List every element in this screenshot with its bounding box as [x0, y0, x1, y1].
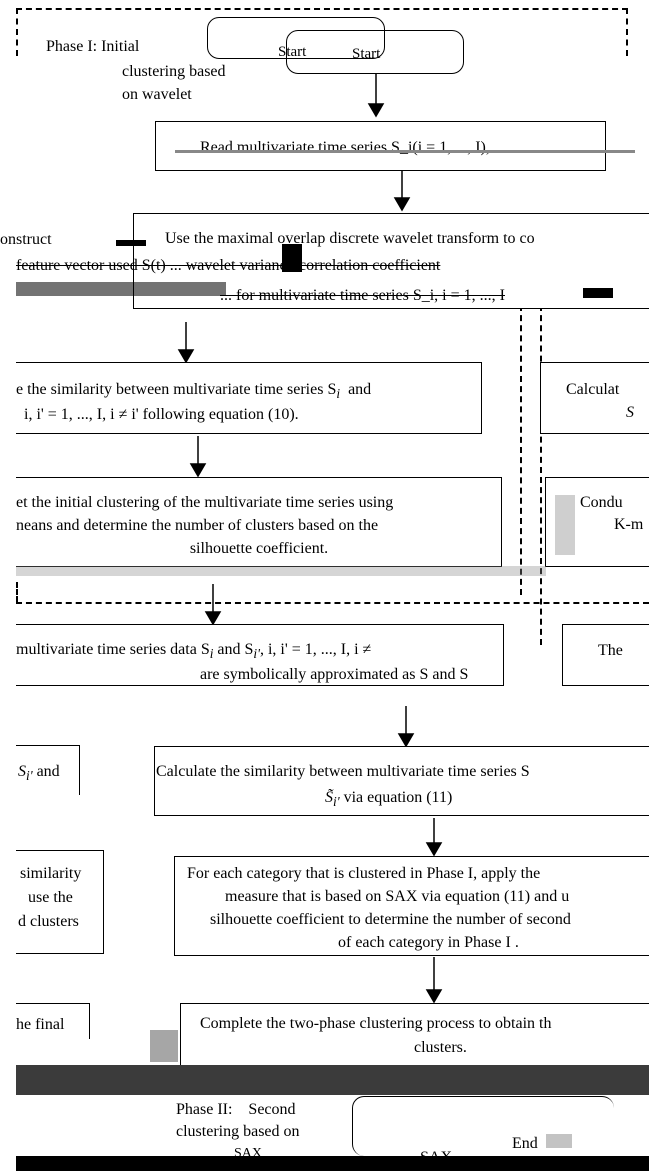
- category-line-3: silhouette coefficient to determine the …: [210, 911, 571, 928]
- phase1-title: Phase I: Initial: [46, 38, 140, 55]
- read-series-box: [155, 121, 606, 171]
- phase1-subtitle-1: clustering based: [122, 63, 226, 80]
- initial-clustering-line-1: et the initial clustering of the multiva…: [16, 494, 394, 511]
- the-right-box: [562, 624, 649, 686]
- similarity-box: [16, 362, 482, 434]
- phase1-subtitle-2: on wavelet: [122, 86, 192, 103]
- sax-line-2: are symbolically approximated as S and S: [200, 666, 469, 683]
- initial-clustering-box: [16, 477, 502, 567]
- end-noise: [546, 1134, 572, 1148]
- category-box: [174, 856, 649, 956]
- dark-band: [16, 1065, 649, 1095]
- conduct-right-2: K-m: [614, 516, 644, 533]
- sax-box: [16, 624, 504, 686]
- phase-divider: [16, 602, 649, 604]
- wavelet-line-2: Use the maximal overlap discrete wavelet…: [165, 230, 535, 247]
- conduct-noise: [555, 495, 575, 555]
- start-ghost-label: Start: [352, 46, 381, 62]
- the-right-text: The: [598, 642, 623, 659]
- si-and-box: [16, 745, 80, 795]
- category-line-2: measure that is based on SAX via equatio…: [225, 888, 570, 905]
- wavelet-line-4: ... for multivariate time series S_i, i …: [220, 287, 505, 304]
- calc-sim-line-1: Calculate the similarity between multiva…: [156, 763, 530, 780]
- similarity-line-2: i, i' = 1, ..., I, i ≠ i' following equa…: [24, 406, 299, 423]
- complete-line-1: Complete the two-phase clustering proces…: [200, 1015, 552, 1032]
- si-and-text: Si' and: [18, 763, 60, 784]
- sax-line-1: multivariate time series data Si and Si'…: [16, 641, 372, 662]
- calc-right-text: Calculat: [566, 381, 620, 398]
- calc-sim-line-2: S̃i' via equation (11): [325, 789, 453, 810]
- phase1-right-border: [626, 8, 628, 56]
- wavelet-noise-4: [583, 288, 613, 298]
- start-terminal: [286, 30, 464, 74]
- left-sim-1: similarity: [20, 865, 82, 882]
- final-left-box: [16, 1003, 90, 1039]
- start-label: Start: [278, 44, 307, 60]
- conduct-right-1: Condu: [580, 494, 623, 511]
- end-label: End: [512, 1135, 538, 1152]
- noise-band-1: [16, 566, 546, 576]
- category-line-1: For each category that is clustered in P…: [187, 865, 541, 882]
- wavelet-noise-1: [16, 282, 226, 296]
- category-line-4: of each category in Phase I .: [338, 934, 519, 951]
- complete-box: [180, 1003, 649, 1067]
- phase1-top-border: [16, 8, 628, 10]
- final-left-text: he final: [16, 1016, 65, 1033]
- phase-divider-left: [16, 582, 18, 602]
- left-sim-3: d clusters: [18, 913, 79, 930]
- wavelet-noise-2: [282, 244, 302, 272]
- conduct-right-box: [545, 477, 649, 567]
- read-noise: [175, 150, 635, 153]
- phase2-title: Phase II: Second: [176, 1101, 296, 1118]
- right-dashed-1: [540, 305, 542, 645]
- calc-sim-box: [154, 746, 649, 816]
- left-sim-2: use the: [28, 889, 73, 906]
- similarity-line-1: e the similarity between multivariate ti…: [16, 381, 372, 402]
- wavelet-noise-3: [116, 240, 146, 246]
- right-dashed-2: [520, 305, 522, 595]
- end-terminal: [352, 1096, 614, 1156]
- read-series-text: Read multivariate time series S_i(i = 1,…: [200, 139, 506, 156]
- bottom-strip: [16, 1156, 649, 1171]
- calc-right-sub: S: [626, 404, 634, 421]
- calc-right-box: [540, 362, 649, 434]
- complete-noise: [150, 1030, 178, 1062]
- initial-clustering-line-3: silhouette coefficient.: [189, 540, 329, 557]
- complete-line-2: clusters.: [414, 1039, 467, 1056]
- wavelet-left-fragment: onstruct: [0, 231, 52, 248]
- left-sim-box: [16, 850, 104, 954]
- phase1-left-border: [16, 8, 18, 56]
- phase2-subtitle-1: clustering based on: [176, 1123, 300, 1140]
- wavelet-line-3: feature vector used S(t) ... wavelet var…: [16, 257, 441, 274]
- initial-clustering-line-2: neans and determine the number of cluste…: [16, 517, 379, 534]
